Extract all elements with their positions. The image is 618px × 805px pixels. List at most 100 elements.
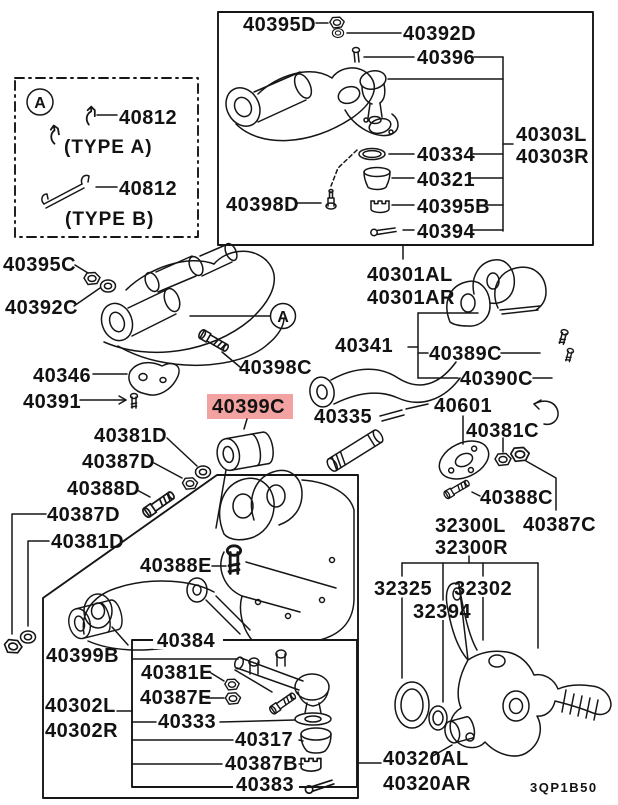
bolt-40391-icon bbox=[129, 392, 139, 409]
leader-lines bbox=[11, 437, 198, 635]
part-label-40301al[interactable]: 40301AL bbox=[367, 264, 453, 286]
part-label-40302r[interactable]: 40302R bbox=[45, 720, 118, 742]
clip-icon bbox=[48, 123, 62, 145]
part-label-40333[interactable]: 40333 bbox=[158, 711, 216, 733]
part-label-40335[interactable]: 40335 bbox=[314, 406, 372, 428]
leader-lines bbox=[131, 669, 307, 788]
part-label-40387e[interactable]: 40387E bbox=[140, 687, 212, 709]
part-label-40346[interactable]: 40346 bbox=[33, 365, 91, 387]
part-label-40320ar[interactable]: 40320AR bbox=[383, 773, 471, 795]
part-label-40383[interactable]: 40383 bbox=[236, 774, 294, 796]
part-label-40395c[interactable]: 40395C bbox=[3, 254, 76, 276]
part-label-40812-type-a[interactable]: 40812 bbox=[119, 107, 177, 129]
stud-icon bbox=[563, 347, 575, 363]
nut-40381c-icon bbox=[494, 452, 512, 467]
nut-icon bbox=[224, 692, 242, 705]
part-label-40381d[interactable]: 40381D bbox=[94, 425, 167, 447]
part-label-32302[interactable]: 32302 bbox=[454, 578, 512, 600]
bolt-40388e-icon bbox=[225, 544, 243, 575]
part-label-40388d[interactable]: 40388D bbox=[67, 478, 140, 500]
part-label-40317[interactable]: 40317 bbox=[235, 729, 293, 751]
part-label-32394[interactable]: 32394 bbox=[413, 601, 471, 623]
part-label-40381e[interactable]: 40381E bbox=[141, 662, 213, 684]
part-label-40389c[interactable]: 40389C bbox=[429, 343, 502, 365]
part-label-40399c-highlighted[interactable]: 40399C bbox=[212, 396, 285, 418]
nut-icon bbox=[224, 678, 240, 691]
nut-icon bbox=[83, 271, 101, 286]
lower-control-arm-drawing bbox=[82, 469, 355, 651]
bolt-40388c-icon bbox=[442, 478, 472, 501]
nut-icon bbox=[329, 16, 345, 29]
part-label-40390c[interactable]: 40390C bbox=[460, 368, 533, 390]
part-label-40391[interactable]: 40391 bbox=[23, 391, 81, 413]
leader-lines bbox=[73, 264, 271, 405]
drawing-code: 3QP1B50 bbox=[530, 780, 598, 795]
part-label-40387b[interactable]: 40387B bbox=[225, 753, 298, 775]
callout-a-letter: A bbox=[34, 95, 46, 112]
part-label-40341[interactable]: 40341 bbox=[335, 335, 393, 357]
callout-a-letter: A bbox=[277, 309, 289, 326]
nut-icon bbox=[2, 637, 24, 656]
upper-control-arm-drawing bbox=[225, 46, 399, 142]
part-label-40301ar[interactable]: 40301AR bbox=[367, 287, 455, 309]
detail-a-box: A 40812 (TYPE A) 40812 (TYPE B) bbox=[14, 77, 199, 238]
leader-lines bbox=[379, 312, 557, 511]
ball-joint-box: 40384 40381E 40387E 40333 40317 40387B 4… bbox=[116, 630, 358, 796]
part-label-40387d-2[interactable]: 40387D bbox=[47, 504, 120, 526]
part-label-40387c[interactable]: 40387C bbox=[523, 514, 596, 536]
part-label-40395b[interactable]: 40395B bbox=[417, 196, 490, 218]
part-label-40387d[interactable]: 40387D bbox=[82, 451, 155, 473]
detail-box-border bbox=[14, 77, 199, 238]
leader-lines bbox=[296, 22, 514, 260]
stud-icon bbox=[557, 328, 570, 346]
washer-icon bbox=[331, 27, 345, 39]
washer-icon bbox=[19, 630, 37, 644]
part-label-40320al[interactable]: 40320AL bbox=[383, 748, 469, 770]
assembly-box-border bbox=[42, 474, 359, 799]
cotter-pin-icon bbox=[370, 227, 397, 237]
part-label-40388e[interactable]: 40388E bbox=[140, 555, 212, 577]
part-label-40396[interactable]: 40396 bbox=[417, 47, 475, 69]
part-label-32300r[interactable]: 32300R bbox=[435, 537, 508, 559]
part-label-40601[interactable]: 40601 bbox=[434, 395, 492, 417]
part-label-40384[interactable]: 40384 bbox=[157, 630, 215, 652]
ball-joint-assembly-drawing bbox=[224, 649, 336, 795]
hub-seal-parts-drawing bbox=[394, 681, 476, 758]
part-label-40321[interactable]: 40321 bbox=[417, 169, 475, 191]
part-label-40392c[interactable]: 40392C bbox=[5, 297, 78, 319]
callout-a-circle bbox=[26, 88, 54, 116]
lower-arm-assembly-box: 40388E 40399B 40302L 40302R bbox=[42, 469, 359, 799]
washer-icon bbox=[194, 465, 212, 479]
grease-fitting-icon bbox=[325, 188, 337, 210]
part-label-40394[interactable]: 40394 bbox=[417, 221, 475, 243]
clip-type-a-icon bbox=[85, 105, 96, 126]
type-b-caption: (TYPE B) bbox=[65, 209, 154, 230]
part-label-40399b[interactable]: 40399B bbox=[46, 645, 119, 667]
bushing-40399b-icon bbox=[65, 597, 126, 642]
castle-nut-icon bbox=[370, 200, 390, 214]
dust-cover-icon bbox=[363, 166, 391, 191]
bushing-40399c-icon bbox=[213, 430, 277, 473]
part-label-40381c[interactable]: 40381C bbox=[466, 420, 539, 442]
part-label-40398c[interactable]: 40398C bbox=[239, 357, 312, 379]
part-label-40303r[interactable]: 40303R bbox=[516, 146, 589, 168]
callout-a-circle bbox=[269, 302, 297, 330]
part-label-32325[interactable]: 32325 bbox=[374, 578, 432, 600]
part-label-40302l[interactable]: 40302L bbox=[45, 695, 116, 717]
nut-40387c-icon bbox=[509, 446, 531, 463]
part-label-40392d[interactable]: 40392D bbox=[403, 23, 476, 45]
part-label-40381d-2[interactable]: 40381D bbox=[51, 531, 124, 553]
part-label-40334[interactable]: 40334 bbox=[417, 144, 475, 166]
part-label-40398d[interactable]: 40398D bbox=[226, 194, 299, 216]
part-label-40395d[interactable]: 40395D bbox=[243, 14, 316, 36]
upper-arm-assembly-box: 40395D 40392D 40396 40303L 40303R 40334 … bbox=[217, 11, 594, 260]
part-label-40303l[interactable]: 40303L bbox=[516, 124, 587, 146]
part-label-40812-type-b[interactable]: 40812 bbox=[119, 178, 177, 200]
part-label-32300l[interactable]: 32300L bbox=[435, 515, 506, 537]
leader-line bbox=[243, 418, 248, 430]
hook-arrow bbox=[533, 400, 559, 426]
camber-plate-40346-drawing bbox=[128, 361, 180, 396]
steering-knuckle-drawing bbox=[445, 582, 612, 757]
part-label-40388c[interactable]: 40388C bbox=[480, 487, 553, 509]
